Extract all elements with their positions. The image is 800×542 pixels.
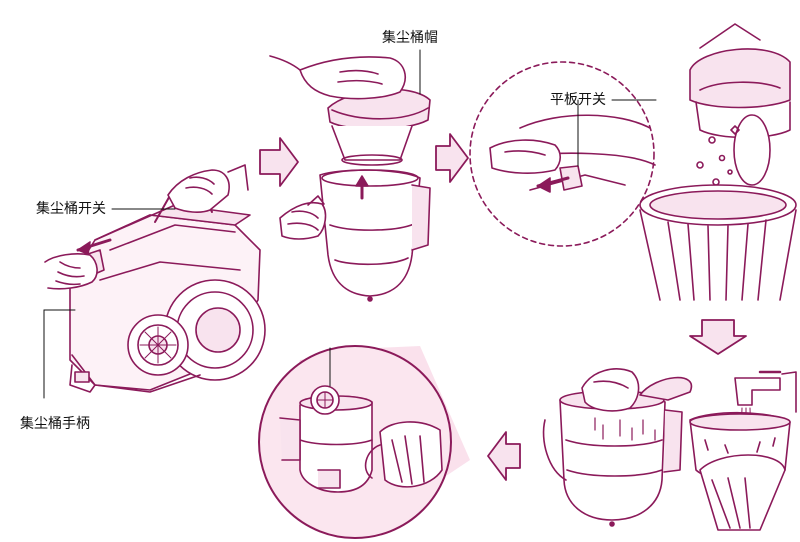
- chevron-left-icon: [487, 431, 521, 481]
- label-dust-bin-handle: 集尘桶手柄: [20, 416, 90, 432]
- dust-bin-cap-removal: [269, 55, 431, 302]
- label-dust-bin-switch: 集尘桶开关: [36, 201, 106, 217]
- chevron-down-icon: [689, 319, 747, 355]
- emptying-into-trash: [469, 23, 797, 301]
- washing-parts: [542, 368, 797, 531]
- chevron-right-icon: [435, 133, 469, 183]
- chevron-right-icon: [259, 137, 299, 187]
- label-flap-switch: 平板开关: [550, 92, 606, 108]
- vacuum-cleaner-body: [44, 164, 266, 393]
- label-dust-bin-cap: 集尘桶帽: [382, 30, 438, 46]
- reassembly-zoom: [258, 345, 470, 539]
